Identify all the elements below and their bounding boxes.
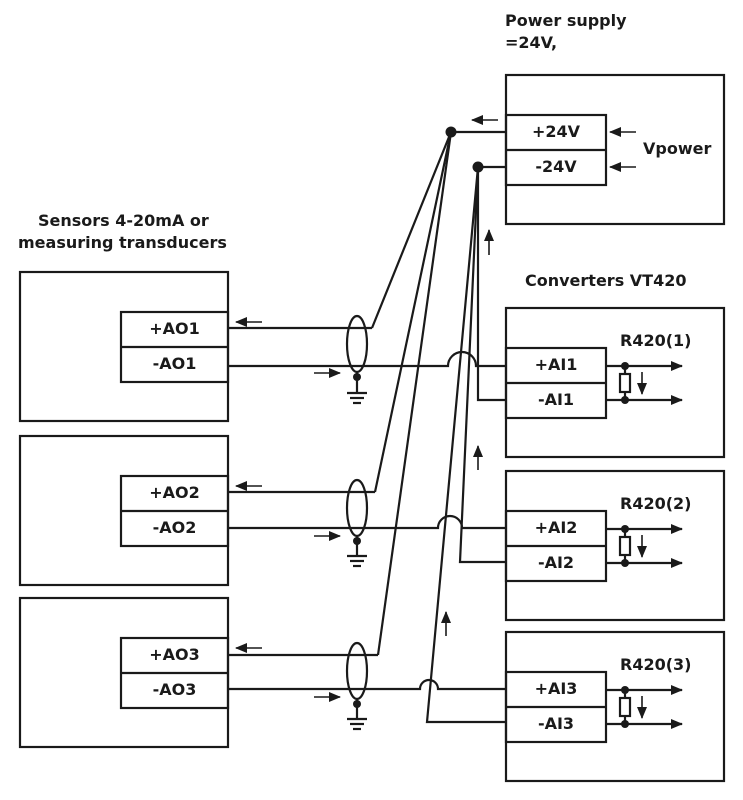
converters-title: Converters VT420 bbox=[525, 271, 687, 290]
resistor-1 bbox=[618, 372, 632, 394]
resistor-3-label: R420(3) bbox=[620, 655, 692, 674]
power-minus-terminal: -24V bbox=[535, 157, 577, 176]
shield-junction-2 bbox=[353, 537, 361, 545]
sensor-3-minus: -AO3 bbox=[152, 680, 197, 699]
sensors-subtitle: measuring transducers bbox=[18, 233, 227, 252]
power-supply-voltage: =24V, bbox=[505, 33, 558, 52]
converter-3-plus: +AI3 bbox=[534, 679, 578, 698]
wire-minus24-to-ai2 bbox=[458, 166, 506, 564]
resistor-3 bbox=[618, 696, 632, 718]
converter-3-minus: -AI3 bbox=[537, 714, 575, 733]
wire-ao2-to-ai2 bbox=[228, 514, 506, 530]
power-supply-title: Power supply bbox=[505, 11, 627, 30]
cable-shield-3 bbox=[345, 641, 369, 701]
wire-plus24-to-ao3 bbox=[376, 131, 453, 656]
sensor-3-plus: +AO3 bbox=[149, 645, 200, 664]
sensors-title: Sensors 4-20mA or bbox=[38, 211, 209, 230]
junction-minus24v bbox=[472, 161, 484, 173]
sensor-2-minus: -AO2 bbox=[152, 518, 197, 537]
converter-2-minus: -AI2 bbox=[537, 553, 575, 572]
power-plus-terminal: +24V bbox=[531, 122, 581, 141]
resistor-2-label: R420(2) bbox=[620, 494, 692, 513]
resistor-2 bbox=[618, 535, 632, 557]
converter-1-minus: -AI1 bbox=[537, 390, 575, 409]
wire-plus24-to-ao2 bbox=[373, 131, 453, 493]
shield-junction-1 bbox=[353, 373, 361, 381]
wire-plus24-to-ao1 bbox=[370, 131, 453, 329]
resistor-1-label: R420(1) bbox=[620, 331, 692, 350]
converter-1-plus: +AI1 bbox=[534, 355, 578, 374]
shield-junction-3 bbox=[353, 700, 361, 708]
wire-ao1-to-ai1 bbox=[228, 350, 506, 368]
junction-plus24v bbox=[445, 126, 457, 138]
wire-minus24-to-ai1 bbox=[476, 167, 506, 402]
sensor-1-plus: +AO1 bbox=[149, 319, 200, 338]
wire-ao3-to-ai3 bbox=[228, 678, 506, 691]
sensor-1-minus: -AO1 bbox=[152, 354, 197, 373]
sensor-2-plus: +AO2 bbox=[149, 483, 200, 502]
cable-shield-1 bbox=[345, 314, 369, 374]
wire-minus24-to-ai3 bbox=[425, 166, 506, 724]
converter-2-plus: +AI2 bbox=[534, 518, 578, 537]
vpower-label: Vpower bbox=[643, 139, 712, 158]
